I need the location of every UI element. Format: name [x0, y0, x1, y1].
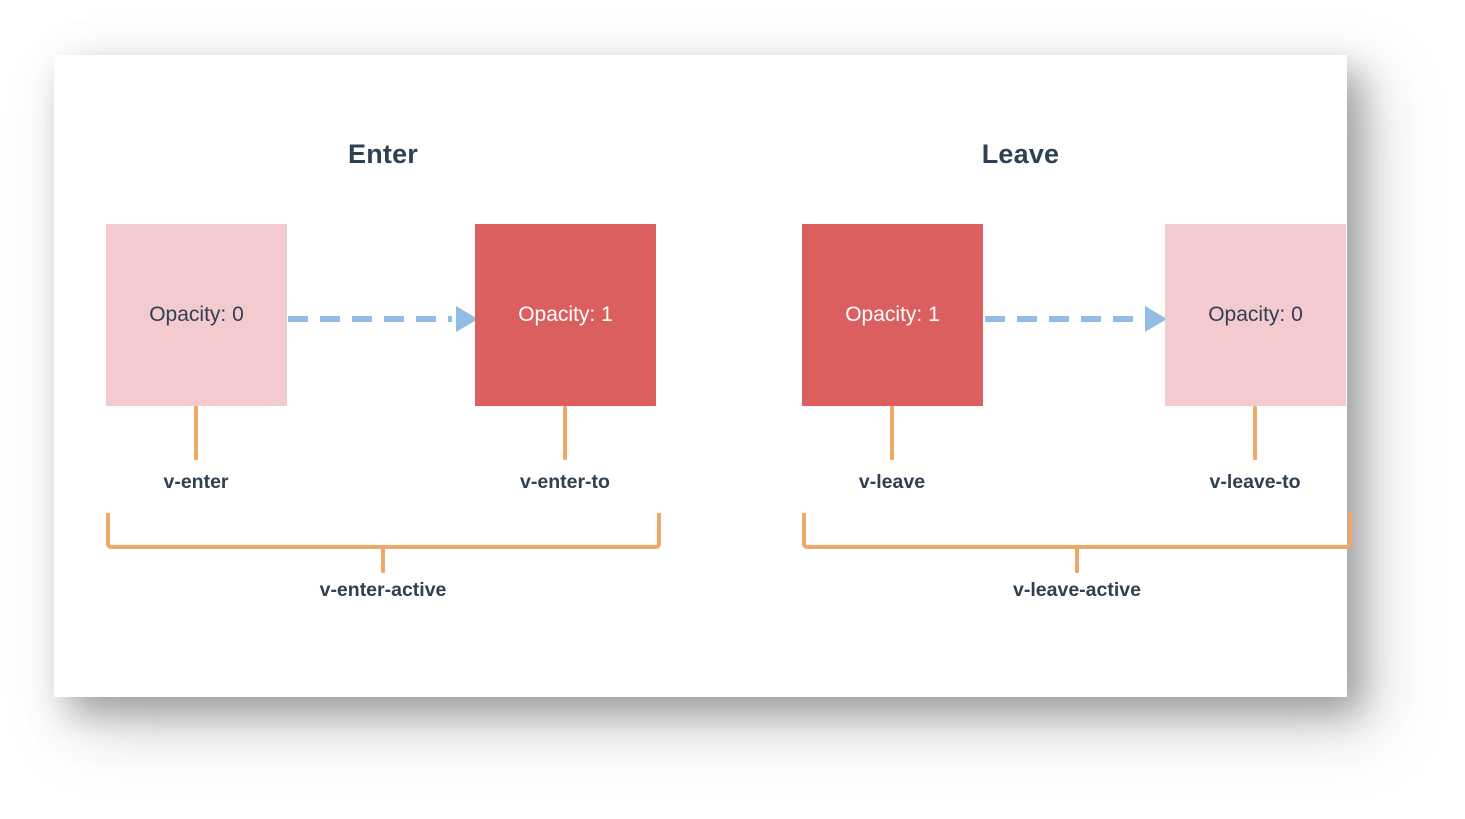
class-label-v-enter: v-enter — [163, 471, 229, 493]
span-bracket-leave — [802, 513, 1352, 549]
transition-arrow-leave — [985, 306, 1167, 332]
class-label-v-enter-active: v-enter-active — [319, 579, 447, 601]
state-box-v-enter: Opacity: 0 — [106, 224, 287, 406]
connector-stem-v-enter-to — [563, 406, 567, 460]
dashed-line-icon — [288, 316, 452, 322]
span-bracket-enter — [106, 513, 661, 549]
diagram-card: Enter Opacity: 0 Opacity: 1 v-enter v-en… — [54, 55, 1352, 697]
span-bracket-stem-enter — [381, 545, 385, 573]
transition-group-enter: Enter Opacity: 0 Opacity: 1 v-enter v-en… — [54, 55, 714, 697]
state-box-value: Opacity: 1 — [518, 303, 613, 326]
connector-stem-v-leave — [890, 406, 894, 460]
dashed-line-icon — [985, 316, 1141, 322]
state-box-value: Opacity: 0 — [149, 303, 244, 326]
class-label-v-leave: v-leave — [858, 471, 926, 493]
group-title-enter: Enter — [347, 139, 419, 169]
connector-stem-v-enter — [194, 406, 198, 460]
class-label-v-enter-to: v-enter-to — [520, 471, 610, 493]
state-box-v-leave-to: Opacity: 0 — [1165, 224, 1346, 406]
group-title-leave: Leave — [981, 139, 1060, 169]
arrow-right-icon — [1145, 306, 1167, 332]
state-box-value: Opacity: 0 — [1208, 303, 1303, 326]
transition-group-leave: Leave Opacity: 1 Opacity: 0 v-leave v-le… — [694, 55, 1352, 697]
arrow-right-icon — [456, 306, 478, 332]
class-label-v-leave-to: v-leave-to — [1209, 471, 1301, 493]
state-box-v-enter-to: Opacity: 1 — [475, 224, 656, 406]
state-box-v-leave: Opacity: 1 — [802, 224, 983, 406]
class-label-v-leave-active: v-leave-active — [1013, 579, 1141, 601]
connector-stem-v-leave-to — [1253, 406, 1257, 460]
span-bracket-stem-leave — [1075, 545, 1079, 573]
state-box-value: Opacity: 1 — [845, 303, 940, 326]
transition-arrow-enter — [288, 306, 478, 332]
